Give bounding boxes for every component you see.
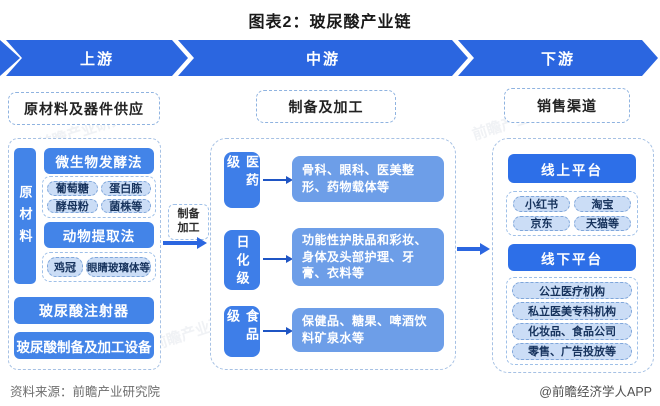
item-public-medical: 公立医疗机构 — [512, 282, 632, 300]
item-xiaohongshu: 小红书 — [513, 196, 570, 212]
grade-pharma: 医药级 — [224, 152, 260, 208]
fermentation-method-box: 微生物发酵法 — [44, 148, 154, 174]
banner-midstream: 中游 — [178, 40, 468, 76]
grade-cosmetic: 日化级 — [224, 230, 260, 290]
item-retail-ads: 零售、广告投放等 — [512, 342, 632, 360]
pharma-applications: 骨科、眼科、医美整形、药物载体等 — [292, 156, 444, 202]
online-platform-box: 线上平台 — [508, 154, 636, 183]
offline-platform-items: 公立医疗机构 私立医美专科机构 化妆品、食品公司 零售、广告投放等 — [506, 277, 638, 365]
upstream-to-midstream-arrow — [163, 241, 197, 245]
syringe-box: 玻尿酸注射器 — [14, 297, 154, 324]
item-peptone: 蛋白胨 — [100, 181, 151, 196]
banner-upstream: 上游 — [6, 40, 188, 76]
pharma-arrow — [263, 179, 286, 181]
fermentation-items-panel: 葡萄糖 蛋白胨 酵母粉 菌株等 — [42, 176, 156, 218]
grade-food: 食品级 — [224, 306, 260, 357]
item-yeast-powder: 酵母粉 — [47, 198, 98, 213]
animal-extraction-items-panel: 鸡冠 眼睛玻璃体等 — [42, 252, 156, 282]
connector-line2: 加工 — [177, 222, 200, 234]
process-connector-box: 制备 加工 — [168, 204, 209, 240]
cosmetic-applications: 功能性护肤品和彩妆、身体及头部护理、牙膏、衣料等 — [292, 228, 444, 286]
credit-note: @前瞻经济学人APP — [539, 385, 652, 399]
midstream-to-downstream-arrow — [457, 247, 480, 251]
item-tmall: 天猫等 — [574, 215, 631, 231]
item-vitreous: 眼睛玻璃体等 — [86, 257, 151, 277]
food-applications: 保健品、糖果、啤酒饮料矿泉水等 — [292, 308, 444, 352]
equipment-box: 玻尿酸制备及加工设备 — [14, 332, 154, 359]
downstream-header: 销售渠道 — [504, 88, 630, 123]
food-arrow — [263, 330, 286, 332]
raw-material-side-label: 原材料 — [14, 148, 36, 284]
item-taobao: 淘宝 — [574, 196, 631, 212]
item-cosmetics-food-co: 化妆品、食品公司 — [512, 322, 632, 340]
item-strains: 菌株等 — [100, 198, 151, 213]
online-platform-items: 小红书 淘宝 京东 天猫等 — [506, 191, 638, 236]
offline-platform-box: 线下平台 — [508, 244, 636, 271]
item-jd: 京东 — [513, 215, 570, 231]
upstream-header: 原材料及器件供应 — [8, 92, 160, 125]
item-private-aesthetic: 私立医美专科机构 — [512, 302, 632, 320]
connector-line1: 制备 — [177, 208, 200, 221]
cosmetic-arrow — [263, 258, 286, 260]
item-glucose: 葡萄糖 — [47, 181, 98, 196]
item-cockscomb: 鸡冠 — [47, 257, 83, 277]
midstream-header: 制备及加工 — [256, 90, 396, 123]
source-note: 资料来源：前瞻产业研究院 — [10, 385, 161, 399]
banner-downstream: 下游 — [458, 40, 658, 76]
animal-extraction-box: 动物提取法 — [44, 222, 154, 248]
page-title: 图表2：玻尿酸产业链 — [248, 14, 412, 31]
